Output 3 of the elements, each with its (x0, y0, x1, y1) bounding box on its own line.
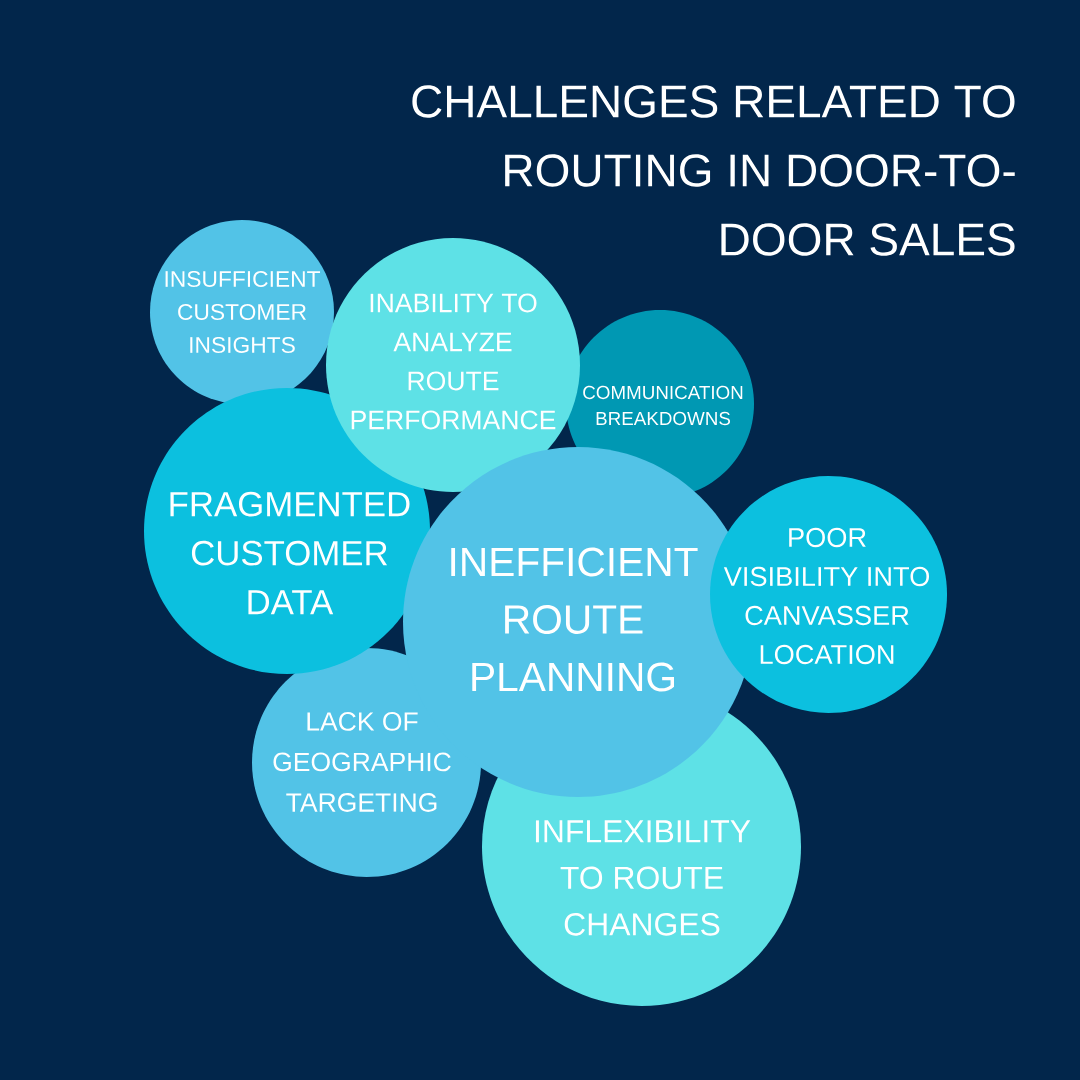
bubble: POOR VISIBILITY INTO CANVASSER LOCATION (710, 476, 947, 713)
bubble: INSUFFICIENT CUSTOMER INSIGHTS (150, 220, 334, 404)
bubble: INABILITY TO ANALYZE ROUTE PERFORMANCE (326, 238, 580, 492)
